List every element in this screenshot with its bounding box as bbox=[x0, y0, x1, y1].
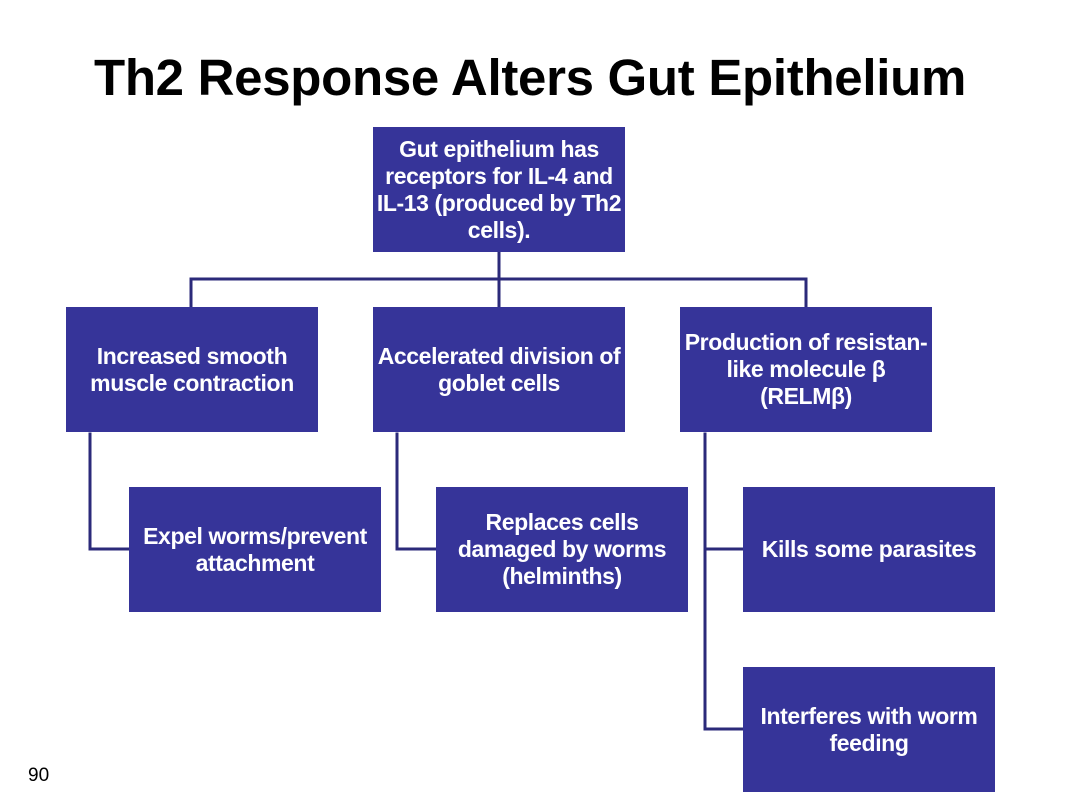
outcome-box-kills-parasites: Kills some parasites bbox=[743, 487, 995, 612]
outcome-box-text: Expel worms/prevent attachment bbox=[143, 522, 367, 576]
branch-box-goblet-cells: Accelerated division of goblet cells bbox=[373, 307, 625, 432]
outcome-box-text: Kills some parasites bbox=[761, 536, 977, 562]
outcome-box-interferes-feeding: Interferes with worm feeding bbox=[743, 667, 995, 792]
root-box-text: Gut epithelium has receptors for IL-4 an… bbox=[376, 135, 622, 243]
connector-branch-2-outcome-1 bbox=[395, 432, 437, 551]
outcome-box-expel-worms: Expel worms/prevent attachment bbox=[129, 487, 381, 612]
branch-box-text: Production of resistan-like molecule β (… bbox=[684, 329, 928, 409]
outcome-box-replaces-cells: Replaces cells damaged by worms (helmint… bbox=[436, 487, 688, 612]
branch-box-relm-beta: Production of resistan-like molecule β (… bbox=[680, 307, 932, 432]
outcome-box-text: Replaces cells damaged by worms (helmint… bbox=[457, 509, 667, 589]
branch-box-text: Accelerated division of goblet cells bbox=[377, 342, 621, 396]
page-number: 90 bbox=[28, 765, 50, 786]
slide-title: Th2 Response Alters Gut Epithelium bbox=[93, 49, 967, 106]
root-box: Gut epithelium has receptors for IL-4 an… bbox=[373, 127, 625, 252]
branch-box-text: Increased smooth muscle contraction bbox=[90, 342, 294, 396]
outcome-box-text: Interferes with worm feeding bbox=[760, 702, 978, 756]
connector-branch-1-outcome-1 bbox=[88, 432, 130, 551]
branch-box-smooth-muscle: Increased smooth muscle contraction bbox=[66, 307, 318, 432]
